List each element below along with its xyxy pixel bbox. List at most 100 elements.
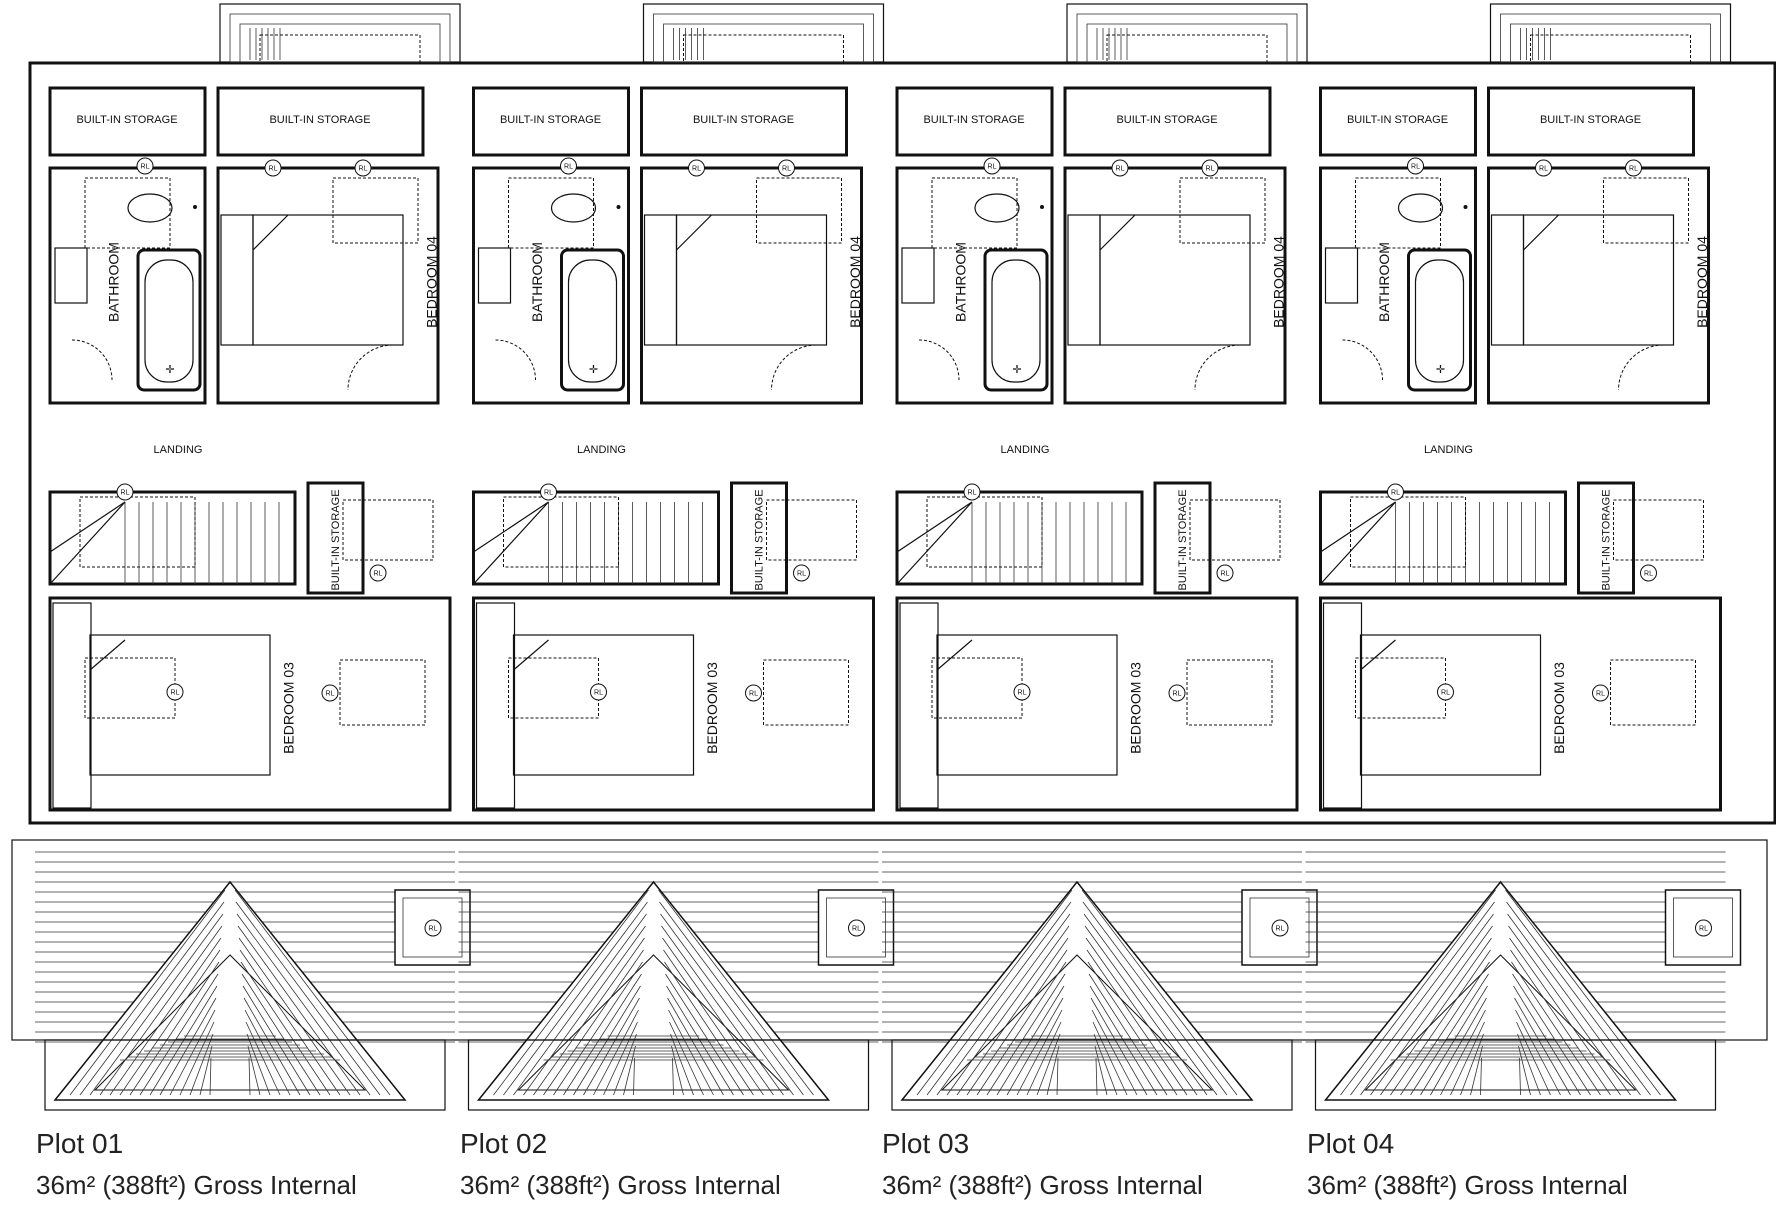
stairs-rooflight-well [1350,496,1466,568]
rooflight-label: RL [544,489,553,496]
eaves-line [11,839,1768,1041]
storage-left [895,86,1054,157]
storage-right [1063,86,1272,157]
rooflight-marker: RL [1271,919,1289,937]
bedroom-04 [1487,166,1710,405]
bath-rooflight-well [84,177,171,249]
bathroom-door-swing [495,339,536,381]
drain-icon: ✛ [165,364,174,376]
plot-caption-1: Plot 01 36m² (388ft²) Gross Internal [36,1128,357,1201]
rooflight-marker: RL [1437,683,1454,701]
rooflight-marker: RL [1013,683,1031,701]
bathtub [136,248,202,392]
roof-gable [900,880,1254,1101]
storage-vertical [1153,481,1212,595]
roof-gable [1323,880,1678,1101]
rooflight-label: RL [141,163,150,170]
rooflight-marker: RL [983,157,1001,175]
plot-area: 36m² (388ft²) Gross Internal [36,1170,357,1200]
plot-name: Plot 02 [460,1128,548,1159]
bedroom-03-rooflight-well [1610,659,1696,726]
bathroom-door-swing [71,339,113,381]
roof-plan-4: RL [1305,851,1742,1111]
rooflight-label: RL [1629,165,1638,172]
bed-04-side [643,214,678,346]
rooflight-marker: RL [540,483,557,501]
toilet [127,193,173,223]
rooflight-label: RL [171,689,180,696]
roof-plan-1: RL [35,851,471,1111]
rooflight-label: RL [797,570,806,577]
rooflight-label: RL [988,163,997,170]
landing-label: LANDING [154,444,203,456]
landing-label: LANDING [577,444,626,456]
rooflight-marker: RL [1640,564,1657,582]
toilet [974,193,1020,223]
plot-area: 36m² (388ft²) Gross Internal [882,1170,1203,1200]
bedroom-04-door-swing [771,344,817,391]
rooflight-label: RL [1018,689,1027,696]
rooflight-label: RL [1644,570,1653,577]
toilet [550,193,597,223]
storage-left-label: BUILT-IN STORAGE [923,114,1024,126]
rooflight-label: RL [749,690,758,697]
wardrobe [899,602,939,809]
rooflight-marker: RL [1535,159,1552,177]
bedroom-04-label: BEDROOM 04 [1694,236,1710,328]
rooflight-label: RL [121,489,130,496]
bedroom-04-door-swing [347,344,394,391]
storage-left [472,86,630,157]
plot-name: Plot 01 [36,1128,124,1159]
wardrobe [52,602,92,809]
plot-name: Plot 03 [882,1128,970,1159]
bathtub [1407,248,1472,392]
rooflight-marker: RL [793,564,810,582]
rooflight-marker: RL [688,159,705,177]
bathroom-label: BATHROOM [529,242,545,322]
bedroom-03 [48,596,452,812]
storage-left-label: BUILT-IN STORAGE [1347,114,1448,126]
rooflight-marker: RL [136,157,154,175]
bedroom-04 [640,166,863,405]
rooflight-marker: RL [1168,684,1186,702]
bathroom [895,166,1054,405]
storage-vertical [730,481,788,595]
bedroom-04-rooflight-well [1603,177,1689,244]
bedroom-03 [472,596,875,812]
storage-vertical-label: BUILT-IN STORAGE [1600,489,1612,590]
bedroom-04 [216,166,440,405]
rooflight-marker: RL [560,157,577,175]
bathroom [472,166,630,405]
bathroom-label: BATHROOM [953,242,969,322]
basin [901,247,935,304]
storage-vertical-label: BUILT-IN STORAGE [330,489,342,590]
bathroom-door-swing [1342,339,1383,381]
rooflight-marker: RL [963,483,981,501]
bath-rooflight-well [508,177,594,249]
bath-rooflight-well [1355,177,1441,249]
rooflight-label: RL [1206,165,1215,172]
rooflight-marker: RL [1201,159,1219,177]
rooflight-label: RL [1276,925,1285,932]
bathtub [560,248,625,392]
plot-caption-3: Plot 03 36m² (388ft²) Gross Internal [882,1128,1203,1201]
bedroom-03-label: BEDROOM 03 [1128,662,1144,754]
rooflight-label: RL [1391,489,1400,496]
bed-03 [512,634,695,776]
storage-right [216,86,425,157]
bedroom-04-rooflight-well [756,177,842,244]
bedroom-03-label: BEDROOM 03 [1551,662,1567,754]
rooflight-label: RL [374,570,383,577]
bedroom-03-label: BEDROOM 03 [704,662,720,754]
bedroom-04-rooflight-well [332,177,419,244]
rooflight-marker: RL [1111,159,1129,177]
bathtub [983,248,1049,392]
bed-04 [1099,214,1251,346]
drain-icon: ✛ [1012,364,1021,376]
rooflight-marker: RL [745,684,762,702]
rooflight-marker: RL [424,919,442,937]
